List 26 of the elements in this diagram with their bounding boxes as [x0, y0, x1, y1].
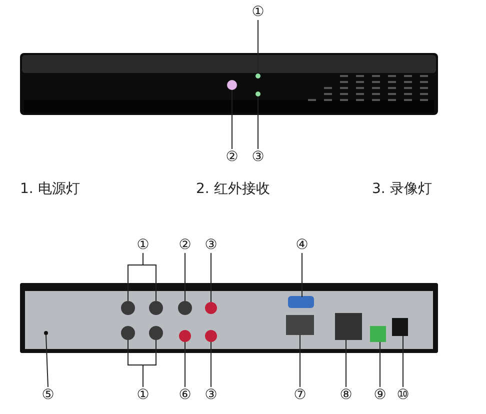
- legend-text: 3. 录像灯: [372, 180, 432, 198]
- callout-number: ④: [294, 237, 310, 253]
- leader-line: [184, 342, 186, 388]
- callout-number: ③: [203, 387, 219, 403]
- leader-line: [210, 252, 212, 302]
- leader-line: [142, 340, 156, 388]
- callout-number: ③: [250, 149, 266, 165]
- leader-line: [46, 334, 48, 388]
- callout-number: ⑤: [40, 387, 56, 403]
- callout-number: ⑧: [338, 387, 354, 403]
- callout-number: ③: [203, 237, 219, 253]
- callout-number: ⑨: [372, 387, 388, 403]
- leader-line: [184, 252, 186, 302]
- callout-number: ⑦: [292, 387, 308, 403]
- callout-number: ⑩: [395, 387, 411, 403]
- callout-number: ②: [224, 149, 240, 165]
- leader-line: [402, 336, 404, 388]
- legend-text: 1. 电源灯: [20, 180, 80, 198]
- callout-number: ①: [135, 237, 151, 253]
- callout-number: ⑥: [177, 387, 193, 403]
- callout-number: ①: [135, 387, 151, 403]
- leader-line: [142, 252, 156, 302]
- callout-number: ②: [177, 237, 193, 253]
- callout-number: ①: [250, 4, 266, 20]
- legend-text: 2. 红外接收: [196, 180, 270, 198]
- leader-line: [210, 342, 212, 388]
